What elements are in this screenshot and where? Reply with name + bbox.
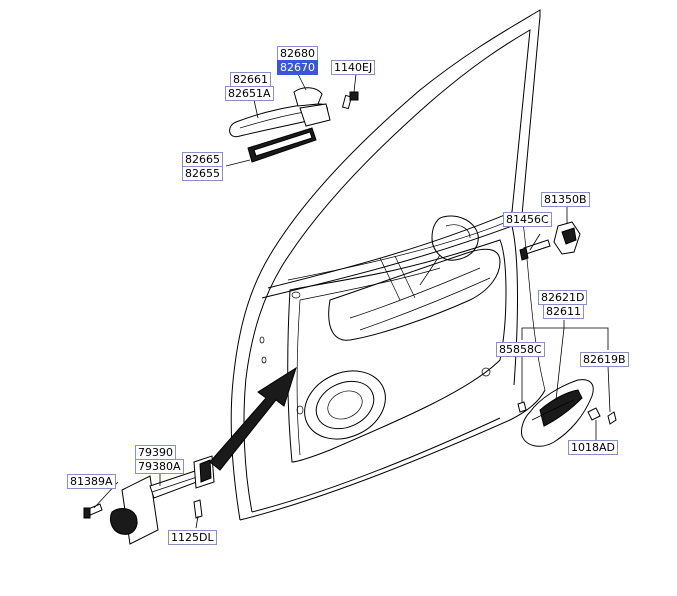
part-label-82661[interactable]: 82661 [230,72,271,87]
part-label-82670-highlighted[interactable]: 82670 [277,60,318,75]
inside-handle-assembly [517,379,617,447]
part-label-79380A[interactable]: 79380A [135,459,184,474]
part-label-81456C[interactable]: 81456C [503,212,552,227]
part-label-82665[interactable]: 82665 [182,152,223,167]
part-label-82680[interactable]: 82680 [277,46,318,61]
part-label-79390[interactable]: 79390 [135,445,176,460]
part-label-1125DL[interactable]: 1125DL [168,530,217,545]
part-label-85858C[interactable]: 85858C [496,342,545,357]
part-label-1018AD[interactable]: 1018AD [568,440,618,455]
part-label-82611[interactable]: 82611 [543,304,584,319]
door-latch-assembly [519,221,581,261]
door-panel [230,9,546,521]
part-label-82651A[interactable]: 82651A [225,86,274,101]
checker-pointer-arrow [209,366,297,471]
door-checker-assembly [83,455,215,545]
part-label-82619B[interactable]: 82619B [580,352,629,367]
outside-handle-assembly [229,87,359,163]
part-label-81389A[interactable]: 81389A [67,474,116,489]
part-label-82655[interactable]: 82655 [182,166,223,181]
part-label-82621D[interactable]: 82621D [538,290,588,305]
part-label-1140EJ[interactable]: 1140EJ [331,60,376,75]
part-label-81350B[interactable]: 81350B [541,192,590,207]
